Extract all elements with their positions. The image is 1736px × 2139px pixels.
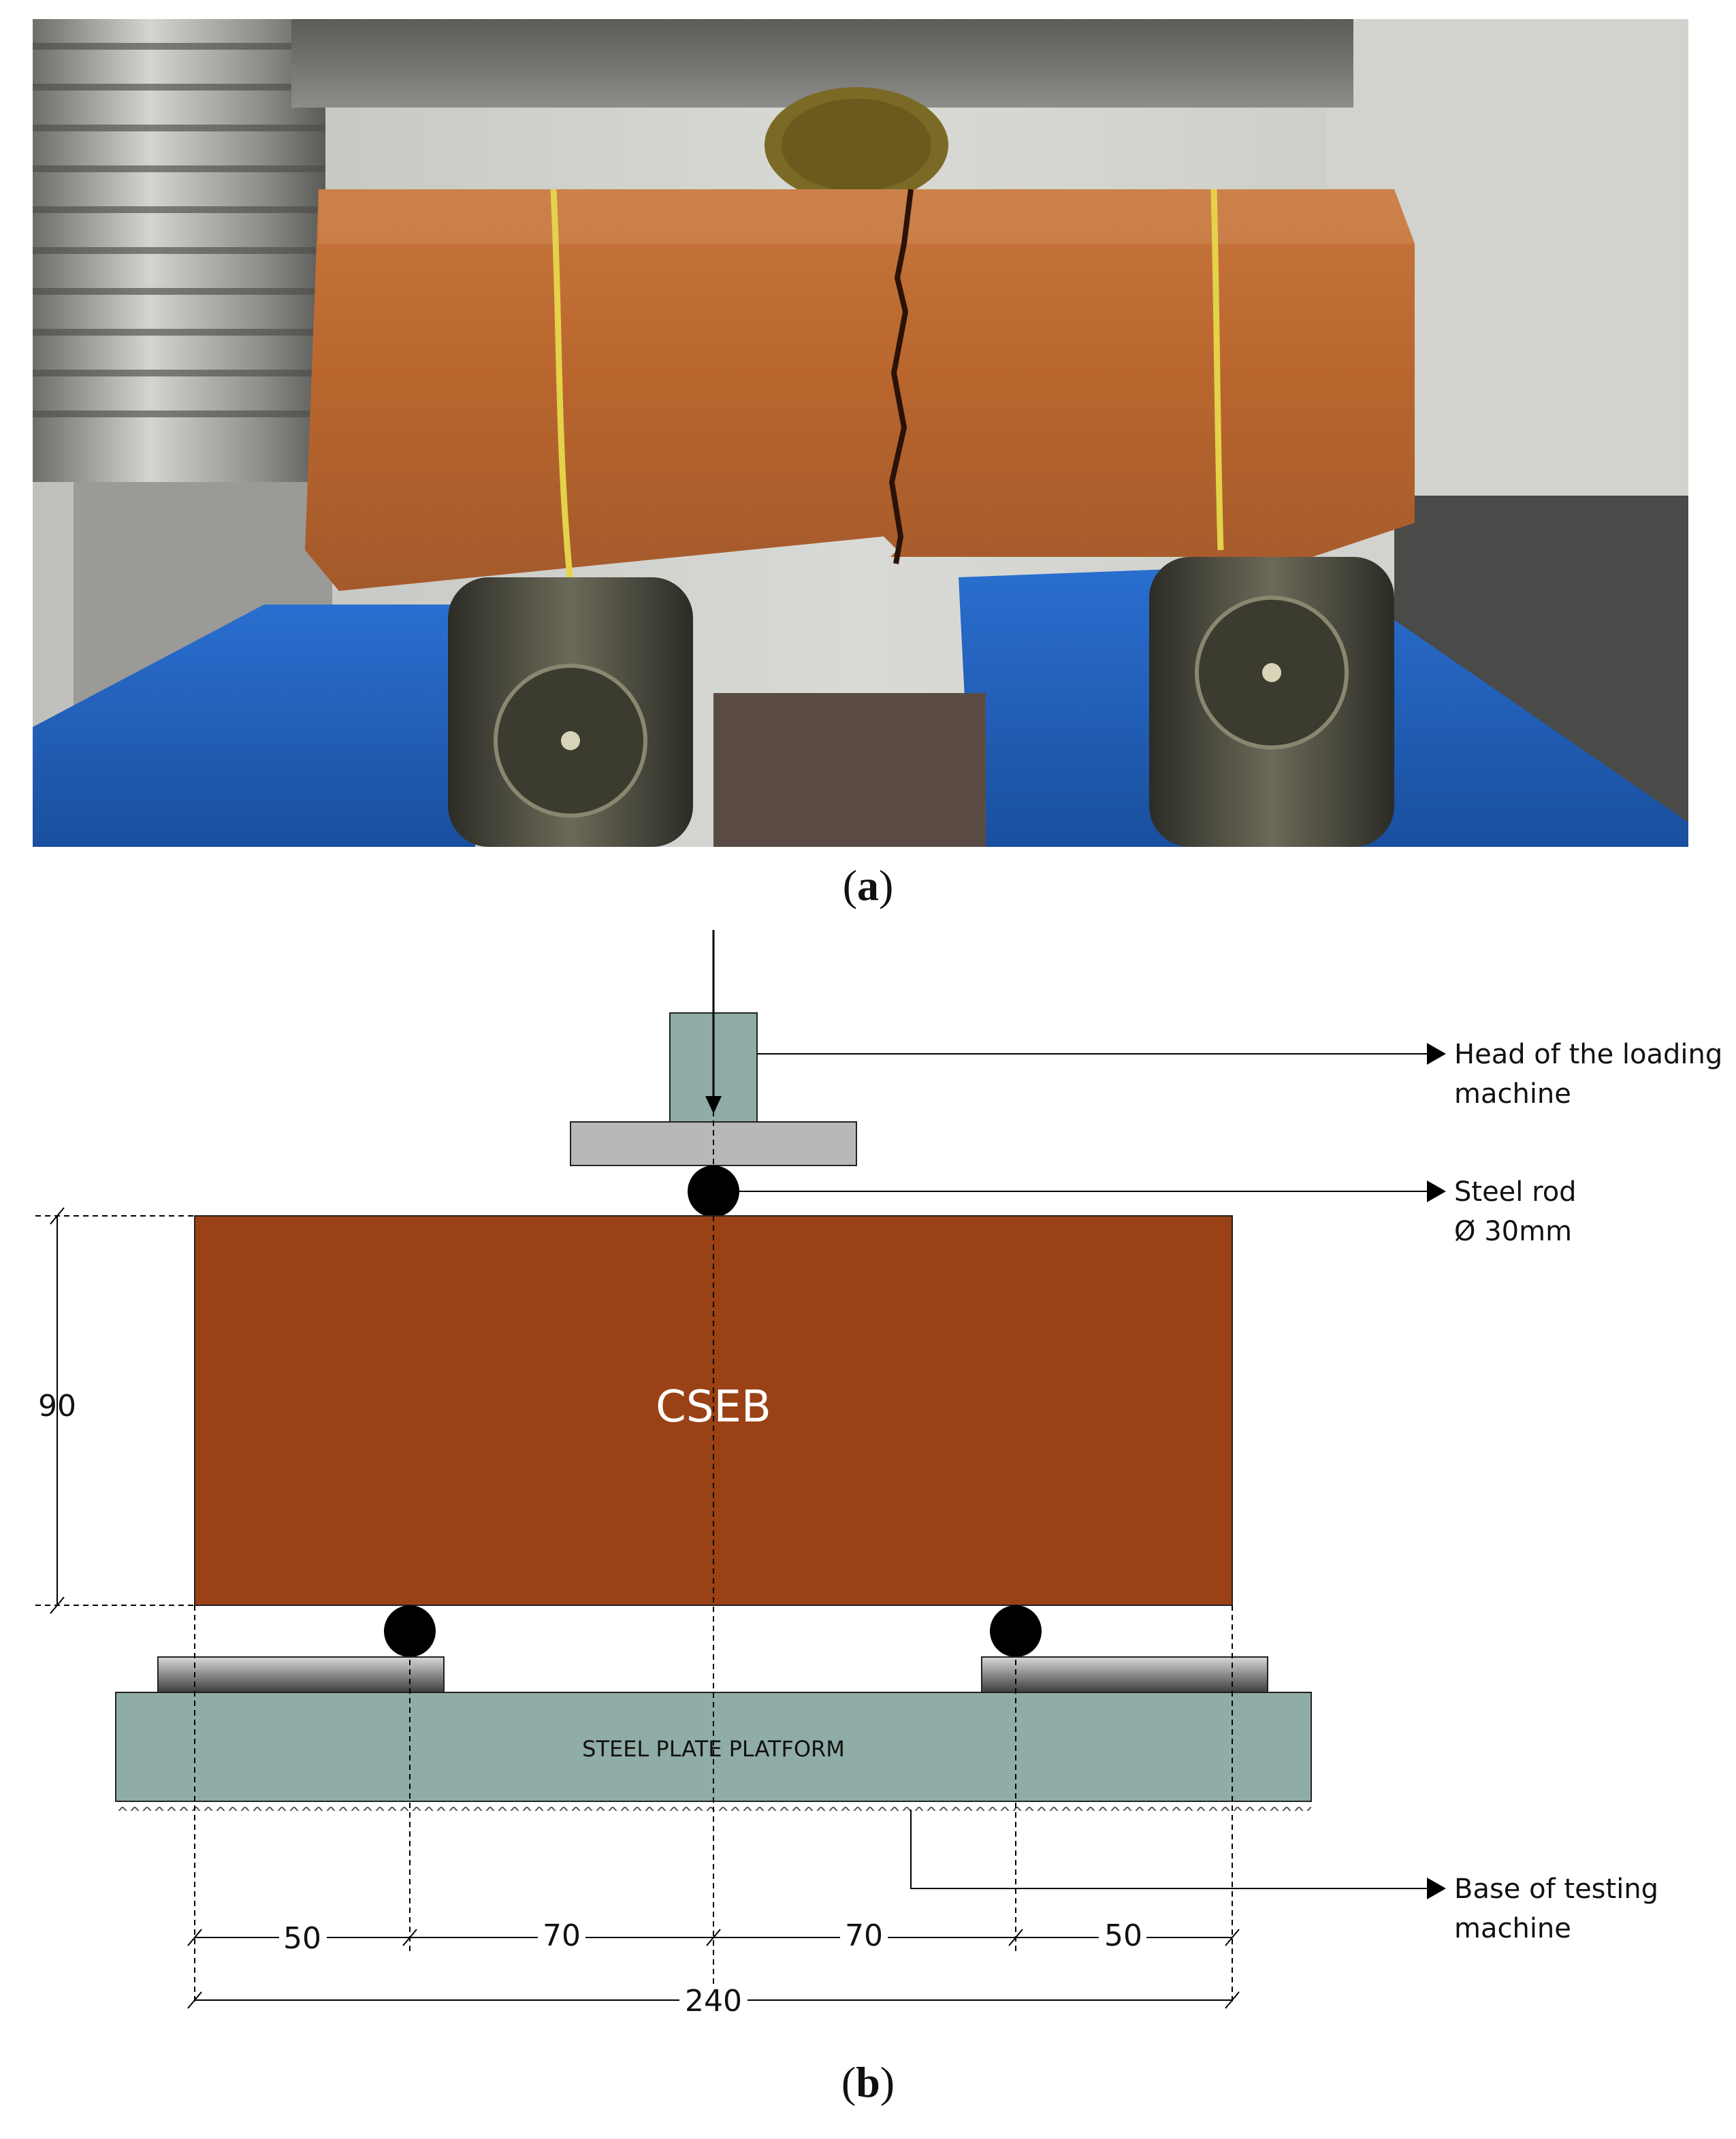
flexural-test-diagram: 90 CSEB STEEL PLATE PLATFORM 50 70 70 50…	[35, 930, 1731, 2019]
platform-label: STEEL PLATE PLATFORM	[582, 1736, 845, 1762]
callout-loading-head-line2: machine	[1454, 1078, 1571, 1110]
callout-machine-base: Base of testing machine	[1454, 1873, 1667, 1944]
callout-loading-head: Head of the loading machine	[1454, 1039, 1731, 1110]
callout-loading-head-line1: Head of the loading	[1454, 1039, 1722, 1070]
testing-machine-base	[116, 1801, 1311, 1811]
caption-a: (a)	[842, 861, 894, 910]
caption-b: (b)	[841, 2058, 895, 2106]
callout-machine-base-line2: machine	[1454, 1913, 1571, 1944]
callout-machine-base-line1: Base of testing	[1454, 1873, 1658, 1905]
dimension-segment-3: 70	[845, 1918, 883, 1953]
photo-flexural-test	[33, 19, 1688, 847]
dimension-segment-1: 50	[283, 1921, 321, 1956]
dimension-segment-2: 70	[543, 1918, 581, 1953]
dimension-segment-4: 50	[1104, 1918, 1142, 1953]
dimension-total: 240	[685, 1984, 742, 2019]
callout-steel-rod-line2: Ø 30mm	[1454, 1216, 1572, 1247]
support-plate-right	[981, 1656, 1268, 1693]
support-plate-left	[157, 1656, 445, 1693]
dimension-height: 90	[38, 1389, 76, 1424]
callout-steel-rod-line1: Steel rod	[1454, 1176, 1577, 1208]
callout-steel-rod: Steel rod Ø 30mm	[1454, 1176, 1585, 1247]
